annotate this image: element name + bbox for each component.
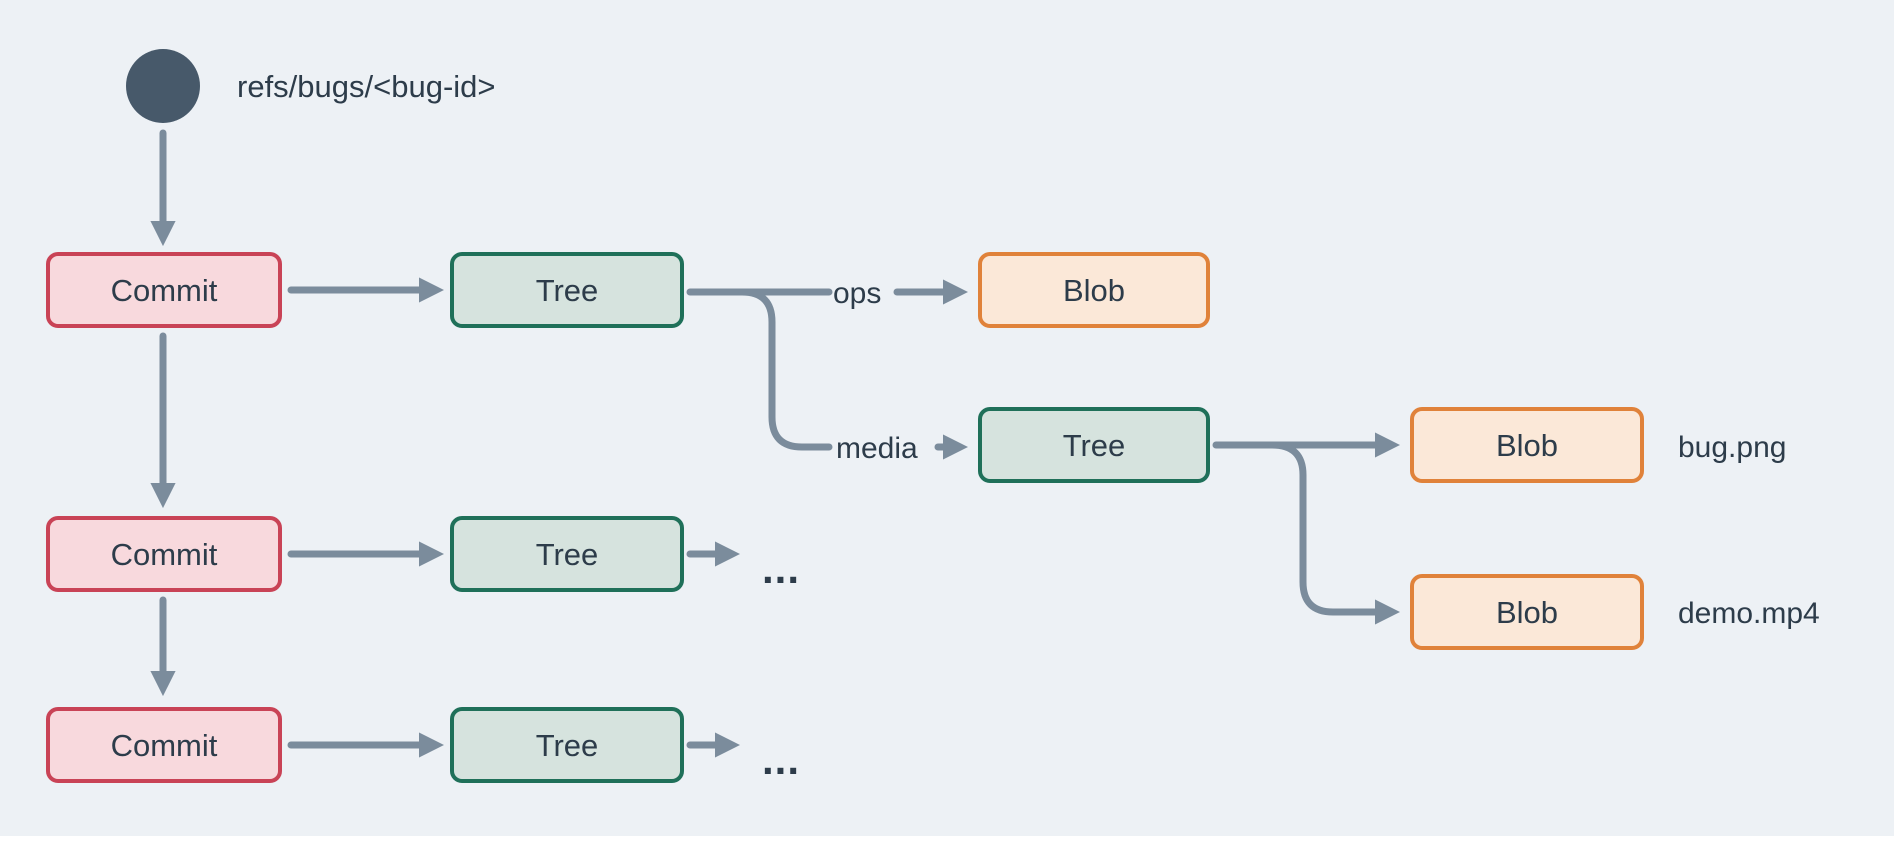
- edge-tree2-branch-demo: [1268, 441, 1401, 625]
- tree-node-1: [450, 252, 684, 328]
- tree-node-row2-label: Tree: [536, 537, 599, 572]
- ref-label: refs/bugs/<bug-id>: [237, 69, 496, 104]
- tree-node-row2: [450, 516, 684, 592]
- file-label-demo-mp4: demo.mp4: [1678, 597, 1820, 630]
- blob-node-ops-label: Blob: [1063, 273, 1125, 308]
- ref-head-circle: [126, 49, 200, 123]
- ellipsis-row2: ...: [762, 545, 800, 592]
- edge-label-media: media: [836, 432, 918, 465]
- commit-node-3: [46, 707, 282, 783]
- tree-node-media: [978, 407, 1210, 483]
- blob-node-demo: [1410, 574, 1644, 650]
- edge-tree1-branch-media: [738, 288, 833, 451]
- tree-node-row3: [450, 707, 684, 783]
- edge-label-ops: ops: [833, 277, 881, 310]
- tree-node-media-label: Tree: [1063, 428, 1126, 463]
- commit-node-2-label: Commit: [111, 537, 218, 572]
- commit-node-1-label: Commit: [111, 273, 218, 308]
- commit-node-2: [46, 516, 282, 592]
- blob-node-bug-label: Blob: [1496, 428, 1558, 463]
- commit-node-1: [46, 252, 282, 328]
- tree-node-1-label: Tree: [536, 273, 599, 308]
- blob-node-bug: [1410, 407, 1644, 483]
- blob-node-ops: [978, 252, 1210, 328]
- commit-node-3-label: Commit: [111, 728, 218, 763]
- bottom-strip: [0, 836, 1894, 844]
- blob-node-demo-label: Blob: [1496, 595, 1558, 630]
- ellipsis-row3: ...: [762, 736, 800, 783]
- file-label-bug-png: bug.png: [1678, 431, 1786, 464]
- tree-node-row3-label: Tree: [536, 728, 599, 763]
